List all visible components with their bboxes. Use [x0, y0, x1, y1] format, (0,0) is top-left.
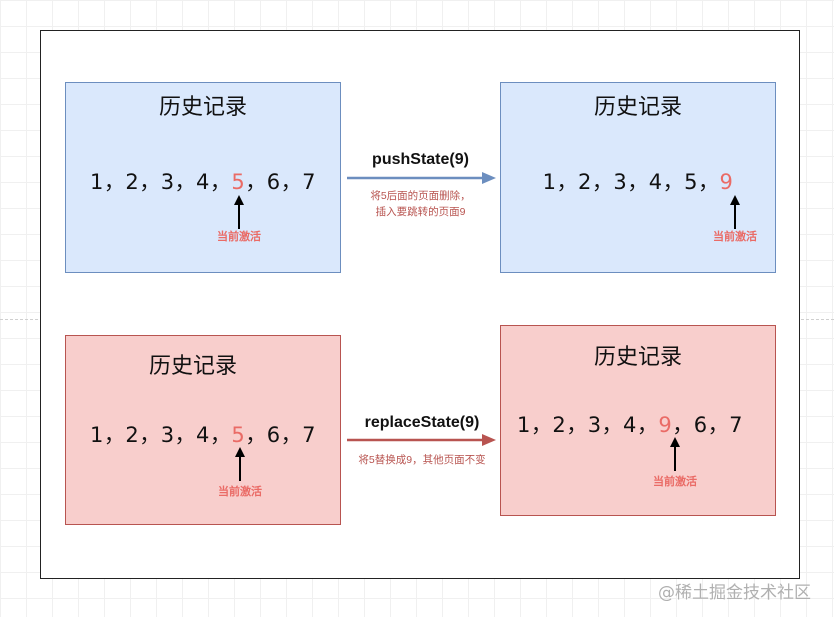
- sequence-suffix: ，6，7: [672, 413, 744, 437]
- description-line: 插入要跳转的页面9: [375, 206, 466, 218]
- box-title: 历史记录: [148, 354, 237, 379]
- active-entry: 5: [231, 170, 246, 194]
- active-pointer-arrow-icon: [670, 437, 680, 471]
- active-label: 当前激活: [217, 231, 261, 243]
- description-line: 将5后面的页面删除，: [370, 190, 471, 202]
- operation-label-pushstate: pushState(9): [372, 151, 469, 168]
- sequence-prefix: 1，2，3，4，: [89, 170, 232, 194]
- history-sequence: 1，2，3，4，9，6，7: [485, 409, 775, 439]
- replace-arrow-icon: [347, 434, 496, 446]
- operation-description-replacestate: 将5替换成9，其他页面不变: [343, 452, 501, 468]
- history-box-replace-after: 历史记录 1，2，3，4，9，6，7 当前激活: [500, 325, 776, 516]
- active-pointer-arrow-icon: [730, 195, 740, 229]
- active-entry: 9: [719, 170, 734, 194]
- active-label: 当前激活: [653, 476, 697, 488]
- sequence-prefix: 1，2，3，4，: [516, 413, 659, 437]
- sequence-prefix: 1，2，3，4，: [89, 423, 232, 447]
- sequence-prefix: 1，2，3，4，5，: [542, 170, 720, 194]
- history-box-push-after: 历史记录 1，2，3，4，5，9 当前激活: [500, 82, 776, 273]
- operation-label-replacestate: replaceState(9): [364, 414, 480, 431]
- watermark: @稀土掘金技术社区: [658, 583, 811, 603]
- sequence-suffix: ，6，7: [245, 423, 317, 447]
- active-pointer-arrow-icon: [235, 447, 245, 481]
- box-title: 历史记录: [593, 345, 682, 370]
- active-pointer-arrow-icon: [234, 195, 244, 229]
- active-label: 当前激活: [218, 486, 262, 498]
- active-entry: 9: [658, 413, 673, 437]
- history-sequence: 1，2，3，4，5，6，7: [66, 419, 340, 449]
- box-title: 历史记录: [593, 95, 682, 120]
- history-sequence: 1，2，3，4，5，6，7: [66, 166, 340, 196]
- sequence-suffix: ，6，7: [245, 170, 317, 194]
- push-arrow-icon: [347, 172, 496, 184]
- operation-description-pushstate: 将5后面的页面删除， 插入要跳转的页面9: [348, 188, 493, 220]
- history-box-push-before: 历史记录 1，2，3，4，5，6，7 当前激活: [65, 82, 341, 273]
- history-box-replace-before: 历史记录 1，2，3，4，5，6，7 当前激活: [65, 335, 341, 525]
- history-sequence: 1，2，3，4，5，9: [501, 166, 775, 196]
- active-entry: 5: [231, 423, 246, 447]
- description-line: 将5替换成9，其他页面不变: [358, 454, 486, 466]
- box-title: 历史记录: [158, 95, 247, 120]
- active-label: 当前激活: [713, 231, 757, 243]
